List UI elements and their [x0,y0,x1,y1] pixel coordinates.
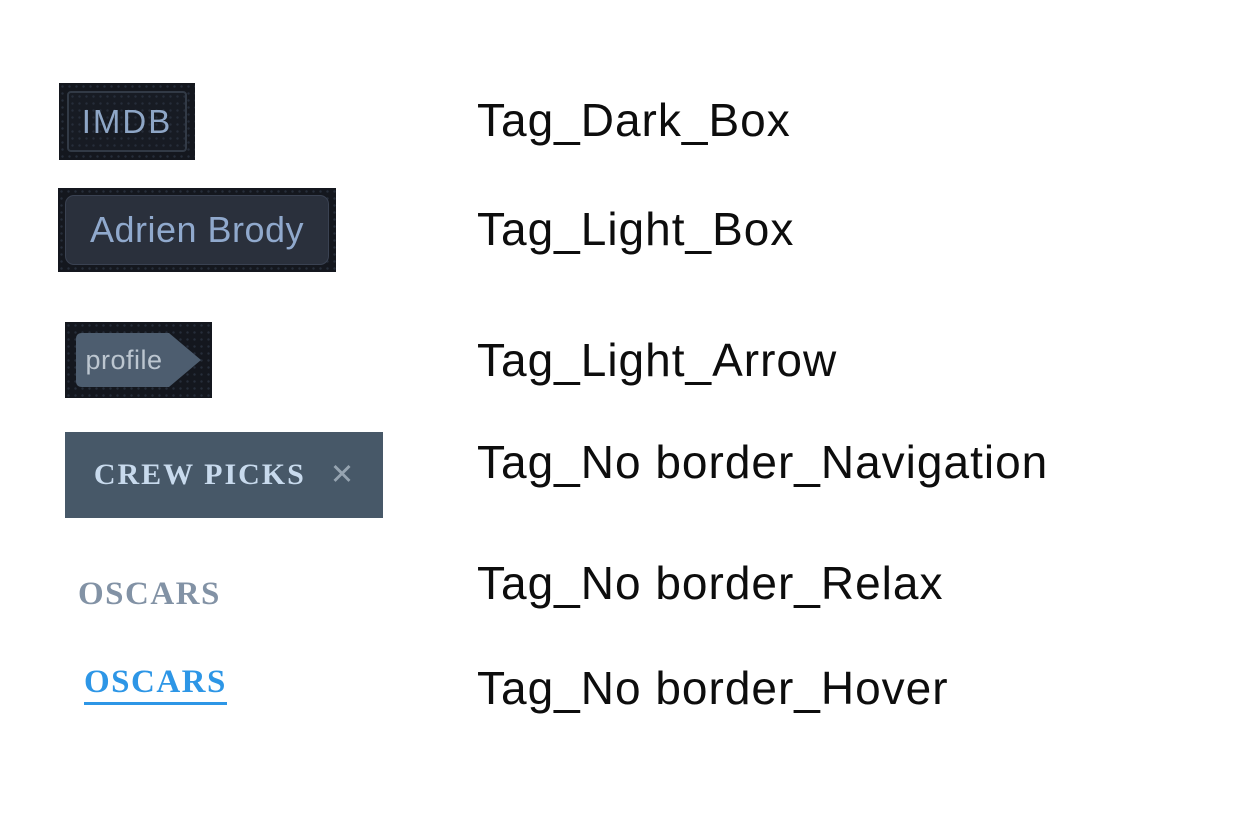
style-name-no-border-hover: Tag_No border_Hover [477,662,949,714]
style-name-light-arrow: Tag_Light_Arrow [477,334,838,386]
tag-arrow-shape: profile [76,333,201,387]
style-name-no-border-relax: Tag_No border_Relax [477,557,944,609]
tag-navigation-label: CREW PICKS [93,458,306,491]
tag-light-box-frame: Adrien Brody [65,195,329,265]
tag-no-border-hover[interactable]: OSCARS [84,666,227,705]
close-icon[interactable]: ✕ [329,458,355,491]
style-name-no-border-navigation: Tag_No border_Navigation [477,436,1049,488]
tag-light-arrow[interactable]: profile [65,322,212,398]
tag-no-border-navigation[interactable]: CREW PICKS ✕ [65,432,383,518]
arrow-tag-icon [76,333,201,387]
tag-light-box[interactable]: Adrien Brody [58,188,336,272]
tag-light-box-label: Adrien Brody [89,209,305,250]
tag-dark-box[interactable]: IMDB [59,83,195,160]
tag-light-arrow-label: profile [85,344,163,375]
tag-dark-box-label: IMDB [81,103,173,140]
tag-dark-box-frame: IMDB [67,91,187,152]
style-name-dark-box: Tag_Dark_Box [477,94,791,146]
tag-no-border-relax[interactable]: OSCARS [78,576,221,612]
style-name-light-box: Tag_Light_Box [477,203,795,255]
